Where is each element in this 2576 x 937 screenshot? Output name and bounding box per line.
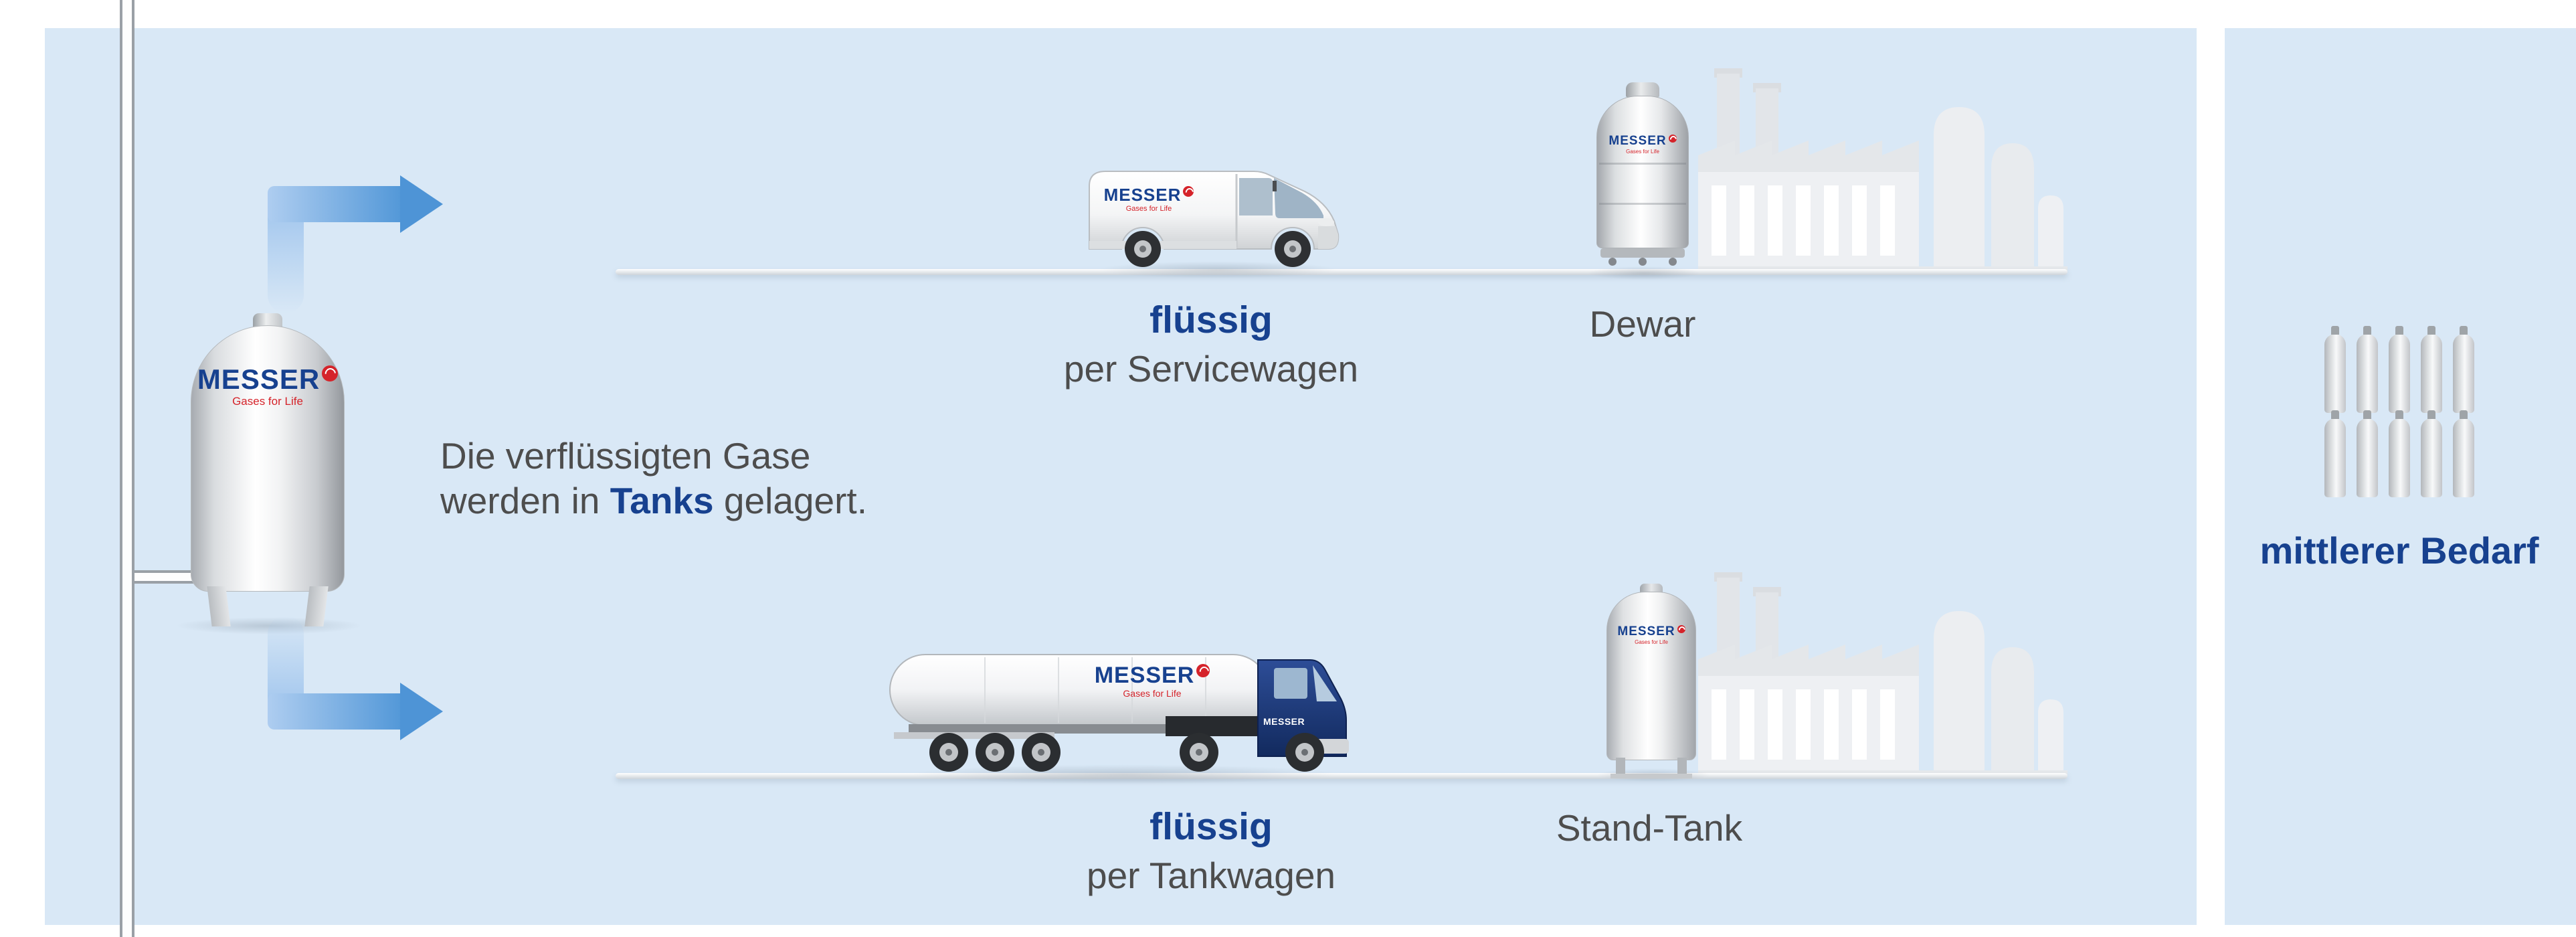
brand-name: MESSER	[1617, 624, 1675, 638]
route-top-carrier-label: per Servicewagen	[1063, 348, 1359, 390]
storage-tank-illustration: MESSER Gases for Life	[191, 313, 345, 631]
cab-brand-text: MESSER	[1263, 716, 1305, 727]
route-top-mode-label: flüssig	[1149, 299, 1273, 341]
brand-tagline: Gases for Life	[1635, 639, 1668, 645]
tank-leg	[207, 586, 231, 626]
messer-logo-mark-icon	[1677, 625, 1685, 633]
stand-tank-leg	[1677, 758, 1687, 776]
caster-wheel	[1639, 258, 1647, 266]
ground-line-bottom	[616, 773, 2067, 779]
gas-cylinder	[2453, 326, 2474, 413]
route-bottom-mode-label: flüssig	[1149, 805, 1273, 848]
dewar-rib	[1599, 163, 1686, 165]
brand-tagline: Gases for Life	[1123, 688, 1182, 699]
messer-logo: MESSER Gases for Life	[191, 365, 345, 407]
van-svg	[1089, 171, 1340, 267]
gas-cylinder	[2389, 410, 2410, 497]
messer-logo: MESSER Gases for Life	[1092, 664, 1212, 698]
flow-arrow-top-icon	[268, 175, 468, 320]
shadow	[910, 764, 1338, 784]
pipeline-branch-to-tank	[134, 570, 201, 584]
cylinder-row	[2316, 409, 2482, 497]
logo-row: MESSER	[1095, 664, 1210, 687]
dewar-label: Dewar	[1589, 303, 1696, 345]
caption-line2-bold: Tanks	[610, 480, 714, 521]
arrow-bar	[268, 693, 401, 730]
messer-logo-mark-icon	[1668, 135, 1677, 143]
logo-row: MESSER	[1608, 134, 1677, 148]
factory-illustration-top	[1698, 68, 2067, 276]
flow-arrow-bottom-icon	[268, 616, 468, 755]
gas-cylinder	[2453, 410, 2474, 497]
arrow-trail	[268, 213, 304, 313]
stand-tank-label: Stand-Tank	[1556, 807, 1743, 849]
gas-cylinder	[2324, 326, 2346, 413]
tank-body	[191, 325, 345, 592]
brand-name: MESSER	[1103, 185, 1182, 205]
logo-row: MESSER	[197, 363, 339, 395]
messer-logo-mark-icon	[1183, 186, 1194, 197]
dewar-base	[1600, 248, 1685, 258]
shadow	[1587, 266, 1701, 280]
stand-tank-leg	[1616, 758, 1625, 776]
arrow-head	[400, 175, 443, 233]
storage-caption: Die verflüssigten Gase werden in Tanks g…	[440, 434, 1096, 523]
factory-svg	[1698, 68, 2067, 272]
caption-line2: werden in Tanks gelagert.	[440, 479, 1096, 523]
brand-name: MESSER	[1094, 663, 1195, 688]
gas-cylinder	[2357, 410, 2378, 497]
messer-logo-mark-icon	[1196, 664, 1210, 677]
stand-tank-body	[1606, 592, 1696, 760]
route-bottom-carrier-label: per Tankwagen	[1086, 855, 1336, 896]
stand-tank-base	[1611, 774, 1692, 778]
route-top-label: flüssig per Servicewagen	[1004, 298, 1418, 390]
caster-wheel	[1608, 258, 1617, 266]
gas-cylinder	[2357, 326, 2378, 413]
logo-row: MESSER	[1617, 625, 1685, 638]
gas-cylinder	[2389, 326, 2410, 413]
dewar-rib	[1599, 203, 1686, 205]
caption-line2-pre: werden in	[440, 480, 610, 521]
caption-line1: Die verflüssigten Gase	[440, 435, 811, 477]
dewar-body	[1596, 96, 1689, 248]
cylinder-row	[2316, 325, 2482, 413]
arrow-bar	[268, 186, 401, 222]
messer-logo: MESSER Gases for Life	[1602, 625, 1700, 645]
service-van-illustration: MESSER Gases for Life	[1079, 154, 1346, 274]
dewar-cap	[1626, 82, 1659, 97]
logo-row: MESSER	[1104, 186, 1194, 203]
dewar-illustration: MESSER Gases for Life	[1594, 82, 1691, 274]
caption-line2-post: gelagert.	[713, 480, 867, 521]
caster-wheel	[1669, 258, 1677, 266]
messer-logo: MESSER Gases for Life	[1594, 135, 1691, 155]
messer-logo-mark-icon	[322, 365, 339, 381]
gas-cylinder	[2421, 326, 2442, 413]
route-bottom-label: flüssig per Tankwagen	[1004, 804, 1418, 897]
factory-illustration-bottom	[1698, 572, 2067, 780]
brand-name: MESSER	[1608, 134, 1667, 148]
messer-logo: MESSER Gases for Life	[1099, 186, 1199, 213]
gas-cylinder	[2421, 410, 2442, 497]
brand-tagline: Gases for Life	[1626, 149, 1659, 155]
brand-tagline: Gases for Life	[232, 395, 303, 408]
tanker-truck-illustration: MESSER Gases for Life MESSER	[885, 637, 1356, 779]
medium-demand-label: mittlerer Bedarf	[2260, 529, 2539, 572]
arrow-trail	[268, 616, 304, 703]
truck-svg	[889, 654, 1349, 772]
arrow-head	[400, 683, 443, 740]
brand-tagline: Gases for Life	[1125, 205, 1172, 213]
gas-cylinder-bundle	[2316, 325, 2482, 497]
supply-pipeline	[120, 0, 134, 937]
tank-leg	[304, 586, 329, 626]
gas-cylinder	[2324, 410, 2346, 497]
ground-line-top	[616, 269, 2067, 275]
factory-svg	[1698, 572, 2067, 776]
brand-name: MESSER	[197, 363, 320, 395]
stand-tank-illustration: MESSER Gases for Life	[1602, 584, 1700, 778]
